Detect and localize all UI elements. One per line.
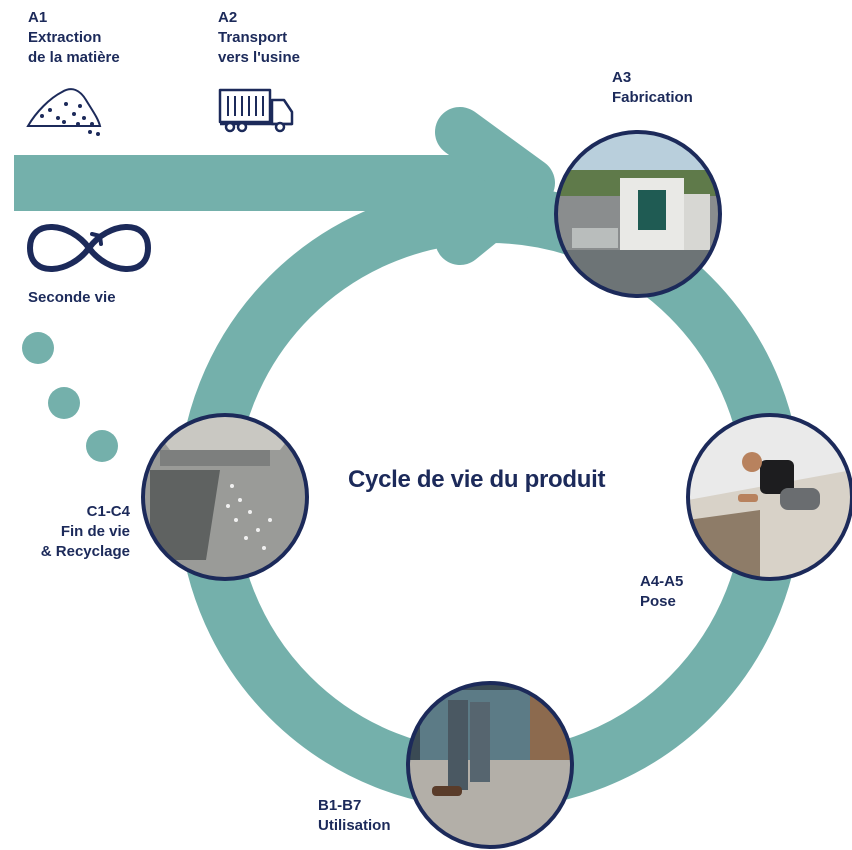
diagram-title: Cycle de vie du produit: [348, 466, 606, 493]
infinity-loop-icon: [26, 224, 152, 272]
stage-a1-line2: de la matière: [28, 49, 120, 66]
stage-b-code: B1-B7: [318, 797, 362, 814]
stage-a4-line1: Pose: [640, 593, 676, 610]
stage-a2-line2: vers l'usine: [218, 49, 300, 66]
stage-a4-label: A4-A5 Pose: [640, 572, 683, 612]
second-life-dot-3: [86, 430, 118, 462]
stage-b-label: B1-B7 Utilisation: [318, 796, 391, 836]
stage-c-label: C1-C4 Fin de vie & Recyclage: [41, 502, 130, 562]
truck-icon: [218, 88, 294, 133]
factory-photo: [554, 130, 722, 298]
stage-c-line1: Fin de vie: [60, 523, 130, 540]
stage-a2-label: A2 Transport vers l'usine: [218, 8, 300, 68]
sand-pile-icon: [26, 88, 102, 136]
stage-c-code: C1-C4: [86, 503, 130, 520]
stage-a1-label: A1 Extraction de la matière: [28, 8, 120, 68]
installation-photo: [686, 413, 852, 581]
stage-a2-code: A2: [218, 9, 238, 26]
stage-a1-code: A1: [28, 9, 48, 26]
usage-photo: [406, 681, 574, 849]
second-life-label: Seconde vie: [28, 288, 116, 308]
stage-a2-line1: Transport: [218, 29, 288, 46]
input-arrow: [14, 107, 555, 265]
second-life-text: Seconde vie: [28, 289, 116, 306]
second-life-dot-2: [48, 387, 80, 419]
stage-a3-label: A3 Fabrication: [612, 68, 693, 108]
second-life-dot-1: [22, 332, 54, 364]
stage-b-line1: Utilisation: [318, 817, 391, 834]
stage-a3-line1: Fabrication: [612, 89, 693, 106]
stage-a4-code: A4-A5: [640, 573, 684, 590]
stage-a3-code: A3: [612, 69, 632, 86]
stage-a1-line1: Extraction: [28, 29, 102, 46]
recycling-photo: [141, 413, 309, 581]
stage-c-line2: & Recyclage: [40, 543, 130, 560]
